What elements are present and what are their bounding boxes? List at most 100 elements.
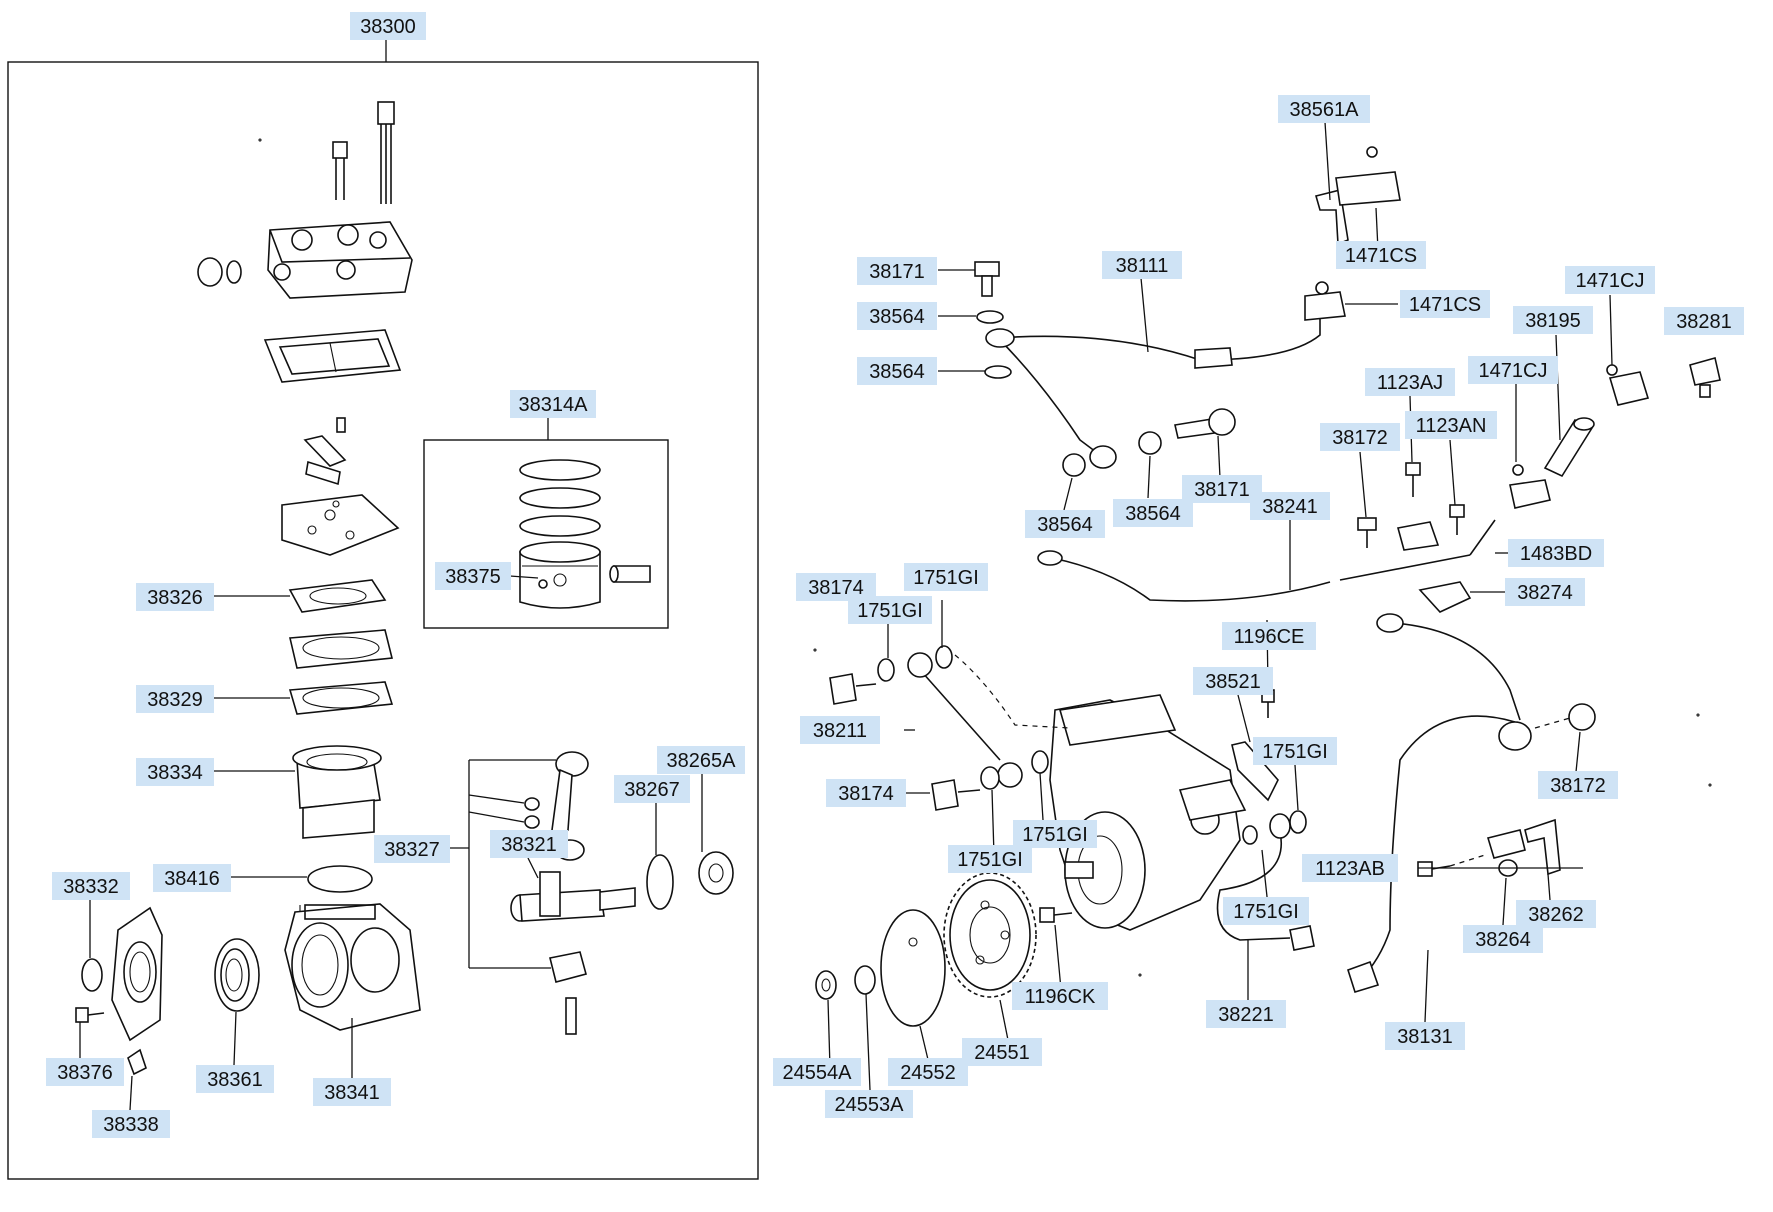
svg-text:24554A: 24554A bbox=[783, 1062, 853, 1084]
svg-text:38172: 38172 bbox=[1550, 775, 1606, 797]
label-38416: 38416 bbox=[153, 864, 231, 892]
svg-text:38341: 38341 bbox=[324, 1082, 380, 1104]
label-38564-a: 38564 bbox=[857, 302, 937, 330]
label-1196CE: 1196CE bbox=[1222, 622, 1316, 650]
label-38564-c: 38564 bbox=[1025, 510, 1105, 538]
rod-nuts bbox=[524, 797, 540, 829]
label-38329: 38329 bbox=[136, 685, 214, 713]
bracket-38521 bbox=[1231, 741, 1279, 802]
bracket-38264 bbox=[1486, 829, 1526, 877]
label-1751GI-b: 1751GI bbox=[848, 596, 932, 624]
label-1483BD: 1483BD bbox=[1508, 539, 1604, 567]
svg-text:38332: 38332 bbox=[63, 876, 119, 898]
reed-valve bbox=[303, 435, 347, 486]
svg-text:24552: 24552 bbox=[900, 1062, 956, 1084]
svg-text:38265A: 38265A bbox=[667, 750, 737, 772]
svg-text:1751GI: 1751GI bbox=[913, 567, 979, 589]
pipe-38111 bbox=[985, 281, 1346, 469]
label-38564-b: 38564 bbox=[857, 357, 937, 385]
svg-text:1123AB: 1123AB bbox=[1315, 858, 1385, 880]
washer-38564-b bbox=[984, 365, 1012, 379]
bracket-38274 bbox=[1418, 581, 1472, 613]
svg-text:38375: 38375 bbox=[445, 566, 501, 588]
screw-38172-top bbox=[1357, 517, 1377, 548]
plate-24552 bbox=[880, 909, 946, 1027]
label-38521: 38521 bbox=[1193, 667, 1273, 695]
svg-text:38174: 38174 bbox=[808, 577, 864, 599]
label-1196CK: 1196CK bbox=[1012, 982, 1108, 1010]
svg-text:38561A: 38561A bbox=[1290, 99, 1360, 121]
gasket-upper bbox=[289, 629, 393, 669]
label-38195: 38195 bbox=[1513, 306, 1593, 334]
seal-38265A bbox=[698, 851, 734, 895]
rod-cap bbox=[549, 951, 587, 1035]
label-38174-a: 38174 bbox=[796, 573, 876, 601]
cylinder-head bbox=[267, 221, 413, 299]
label-38172-a: 38172 bbox=[1320, 423, 1400, 451]
svg-text:1751GI: 1751GI bbox=[1262, 741, 1328, 763]
label-38171-a: 38171 bbox=[857, 257, 937, 285]
label-1123AB: 1123AB bbox=[1302, 854, 1398, 882]
label-38171-b: 38171 bbox=[1182, 475, 1262, 503]
bearing-38361 bbox=[214, 938, 260, 1012]
injection-pump bbox=[1049, 694, 1247, 931]
svg-text:38172: 38172 bbox=[1332, 427, 1388, 449]
label-24552: 24552 bbox=[888, 1058, 968, 1086]
washers-1751GI-top bbox=[877, 645, 953, 682]
svg-text:1123AJ: 1123AJ bbox=[1377, 372, 1443, 394]
gear-24551 bbox=[943, 872, 1037, 998]
label-1751GI-e: 1751GI bbox=[948, 845, 1032, 873]
label-38221: 38221 bbox=[1206, 1000, 1286, 1028]
svg-text:38264: 38264 bbox=[1475, 929, 1531, 951]
svg-text:38171: 38171 bbox=[869, 261, 925, 283]
label-1123AJ: 1123AJ bbox=[1365, 368, 1455, 396]
gasket-38326 bbox=[288, 579, 387, 613]
label-38211: 38211 bbox=[800, 716, 880, 744]
gasket-38329 bbox=[288, 681, 394, 715]
label-38241: 38241 bbox=[1250, 492, 1330, 520]
svg-text:38111: 38111 bbox=[1116, 255, 1169, 277]
label-38326: 38326 bbox=[136, 583, 214, 611]
svg-text:38338: 38338 bbox=[103, 1114, 159, 1136]
clamp-1471CJ-upper bbox=[1606, 364, 1650, 406]
rod-bracket bbox=[468, 759, 556, 969]
label-1751GI-a: 1751GI bbox=[904, 563, 988, 591]
svg-text:1751GI: 1751GI bbox=[1233, 901, 1299, 923]
o-ring-38267 bbox=[646, 854, 674, 910]
label-1751GI-d: 1751GI bbox=[1013, 820, 1097, 848]
label-38265A: 38265A bbox=[657, 746, 745, 774]
piston bbox=[519, 541, 601, 609]
washer-1751GI-right bbox=[1289, 810, 1307, 834]
circlip-38375 bbox=[538, 579, 548, 589]
svg-text:38262: 38262 bbox=[1528, 904, 1584, 926]
svg-text:1196CE: 1196CE bbox=[1234, 626, 1305, 648]
crankshaft-38321 bbox=[510, 871, 636, 922]
svg-text:38211: 38211 bbox=[813, 720, 867, 742]
callout-labels: 38300 38314A 38375 38326 38329 38334 384… bbox=[46, 12, 1744, 1138]
compressor-assembly-frame bbox=[7, 61, 759, 1180]
washer-24553A bbox=[854, 965, 876, 995]
label-1471CS-b: 1471CS bbox=[1400, 290, 1490, 318]
svg-text:38267: 38267 bbox=[624, 779, 680, 801]
end-cover bbox=[111, 906, 163, 1042]
label-1471CJ-b: 1471CJ bbox=[1468, 356, 1558, 384]
svg-text:38327: 38327 bbox=[384, 839, 440, 861]
svg-text:38300: 38300 bbox=[360, 16, 416, 38]
pipe-38241 bbox=[1037, 550, 1331, 602]
svg-text:38314A: 38314A bbox=[519, 394, 589, 416]
svg-text:38221: 38221 bbox=[1218, 1004, 1274, 1026]
label-38376: 38376 bbox=[46, 1058, 124, 1086]
svg-text:38376: 38376 bbox=[57, 1062, 113, 1084]
clip-38338 bbox=[127, 1048, 147, 1076]
label-1471CS-a: 1471CS bbox=[1336, 241, 1426, 269]
label-38327: 38327 bbox=[374, 835, 450, 863]
label-1751GI-c: 1751GI bbox=[1253, 737, 1337, 765]
label-38341: 38341 bbox=[313, 1078, 391, 1106]
banjo-bolt-38171-mid bbox=[1174, 408, 1236, 439]
label-38338: 38338 bbox=[92, 1110, 170, 1138]
head-bolt-long bbox=[377, 101, 395, 204]
svg-text:38171: 38171 bbox=[1194, 479, 1250, 501]
pipe-38211 bbox=[907, 652, 1023, 788]
nut-24554A bbox=[815, 970, 837, 1000]
